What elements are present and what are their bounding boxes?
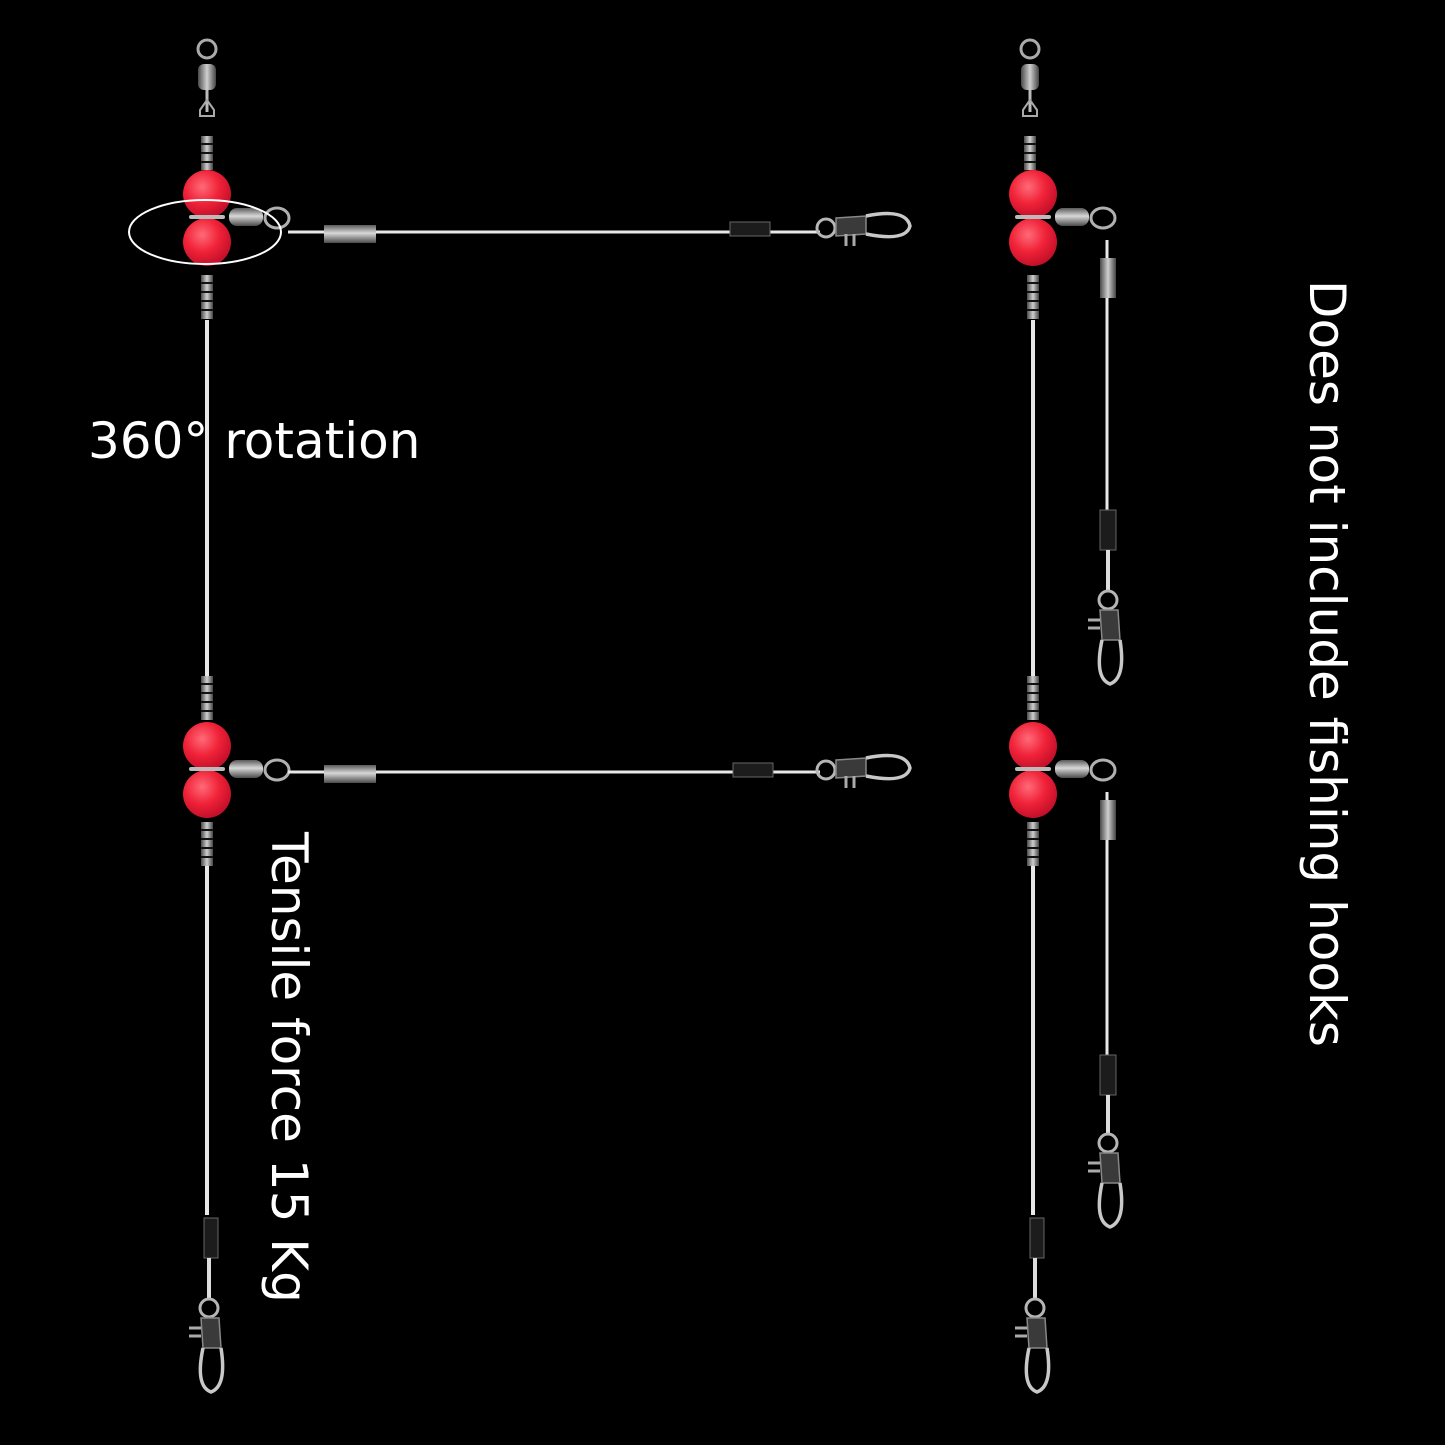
lower-bead-swivel <box>181 720 291 820</box>
top-ring-icon <box>196 38 218 60</box>
no-hooks-notice: Does not include fishing hooks <box>1298 280 1356 1047</box>
rotation-label: 360° rotation <box>88 412 421 470</box>
right-rig <box>1007 38 1124 1394</box>
rotation-indicator-icon <box>128 199 282 265</box>
tensile-force-label: Tensile force 15 Kg <box>260 832 318 1303</box>
left-rig <box>128 38 912 1394</box>
